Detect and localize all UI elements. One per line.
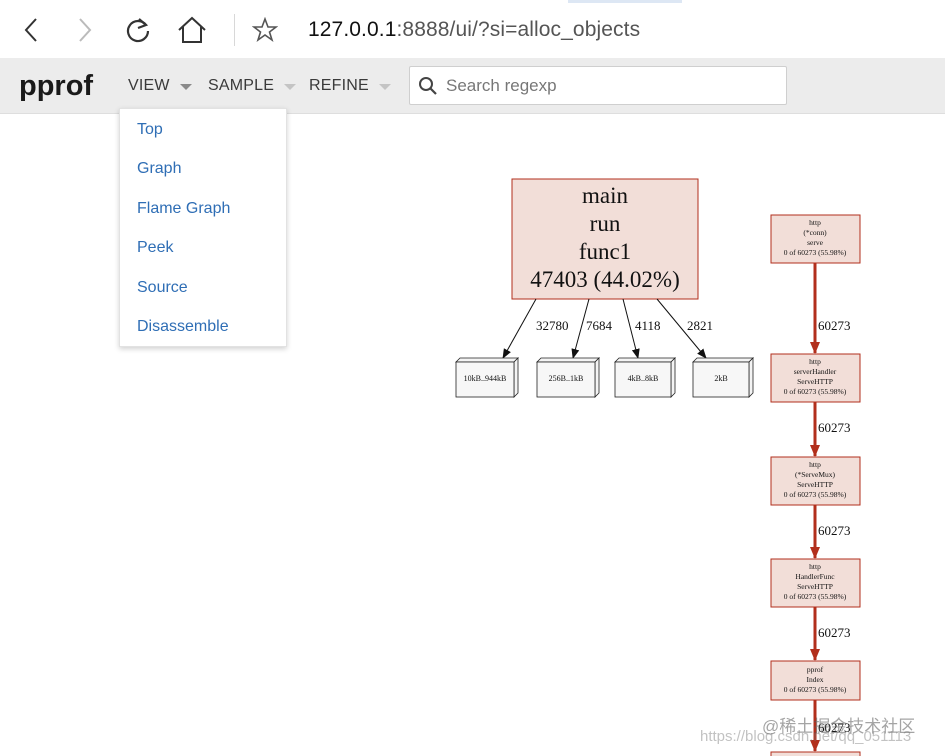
active-tab-indicator [568,0,682,3]
chain-edge-label-4: 60273 [818,625,851,640]
main-run-func1-node[interactable]: main run func1 47403 (44.02%) [511,178,699,300]
leaf-node-1-label: 10kB..944kB [464,374,507,383]
pprof-logo: pprof [19,70,94,102]
chain-node-4-line-4: 0 of 60273 (55.98%) [784,592,847,601]
edge-label-1: 32780 [536,318,569,333]
chain-node-1-line-4: 0 of 60273 (55.98%) [784,248,847,257]
menu-item-graph[interactable]: Graph [137,160,182,177]
sample-menu[interactable]: SAMPLE [208,77,297,95]
main-node-line-3: func1 [579,239,631,264]
chain-edges: 60273 60273 60273 60273 60273 [810,263,851,752]
edge-main-leaf-1[interactable] [502,298,537,359]
edge-label-4: 2821 [687,318,713,333]
watermark-url: https://blog.csdn.net/qq_051113 [700,728,912,745]
leaf-node-1[interactable]: 10kB..944kB [455,357,519,398]
chain-node-2-line-2: serverHandler [794,367,837,376]
chain-node-3-line-2: (*ServeMux) [795,470,835,479]
view-menu[interactable]: VIEW [128,77,192,95]
watermark-juejin: @稀土掘金技术社区 [762,717,916,736]
chain-node-3-line-1: http [809,460,821,469]
leaf-node-3[interactable]: 4kB..8kB [614,357,676,398]
url-host: 127.0.0.1 [308,18,397,41]
edge-main-leaf-2[interactable] [571,298,590,359]
edge-main-leaf-4[interactable] [656,298,707,359]
forward-icon [79,18,92,42]
browser-toolbar: 127.0.0.1:8888/ui/?si=alloc_objects [0,0,945,58]
chain-node-5-line-1: pprof [807,665,824,674]
home-icon [178,16,206,43]
leaf-node-3-label: 4kB..8kB [628,374,659,383]
search-input[interactable] [446,75,766,96]
menu-item-disassemble[interactable]: Disassemble [137,318,229,335]
menu-item-source[interactable]: Source [137,279,188,296]
chain-edge-label-2: 60273 [818,420,851,435]
main-node-line-1: main [582,183,628,208]
leaf-node-2-label: 256B..1kB [549,374,584,383]
leaf-node-4[interactable]: 2kB [692,357,754,398]
chain-node-2-line-1: http [809,357,821,366]
url-path: :8888/ui/?si=alloc_objects [396,18,641,41]
chain-edge-label-1: 60273 [818,318,851,333]
chain-edge-label-3: 60273 [818,523,851,538]
menu-item-peek[interactable]: Peek [137,239,174,256]
chain-node-conn-serve[interactable]: http (*conn) serve 0 of 60273 (55.98%) [770,214,861,264]
chain-node-serverhandler[interactable]: http serverHandler ServeHTTP 0 of 60273 … [770,353,861,403]
chain-node-handlerfunc[interactable]: http HandlerFunc ServeHTTP 0 of 60273 (5… [770,558,861,608]
menu-item-top[interactable]: Top [137,121,163,138]
bookmark-button[interactable] [247,12,283,48]
main-node-line-4: 47403 (44.02%) [530,267,679,292]
edge-main-leaf-3[interactable] [622,298,640,359]
call-graph: main run func1 47403 (44.02%) 32780 7684… [0,114,945,756]
refine-menu[interactable]: REFINE [309,77,391,95]
home-button[interactable] [174,12,210,48]
search-box[interactable] [409,66,787,105]
chain-node-3-line-4: 0 of 60273 (55.98%) [784,490,847,499]
chain-node-5-line-3: 0 of 60273 (55.98%) [784,685,847,694]
toolbar-divider [234,14,235,46]
chain-node-servemux[interactable]: http (*ServeMux) ServeHTTP 0 of 60273 (5… [770,456,861,506]
caret-down-icon [378,83,391,90]
chain-node-4-line-1: http [809,562,821,571]
caret-down-icon [284,83,297,90]
search-icon [419,76,437,95]
pprof-header: pprof VIEW SAMPLE REFINE [0,58,945,114]
chain-node-next-partial[interactable] [770,751,861,756]
main-node-line-2: run [590,211,621,236]
chain-node-pprof-index[interactable]: pprof Index 0 of 60273 (55.98%) [770,660,861,701]
view-menu-label: VIEW [128,77,170,94]
address-bar[interactable]: 127.0.0.1:8888/ui/?si=alloc_objects [308,18,640,42]
chain-node-1-line-2: (*conn) [803,228,827,237]
caret-down-icon [179,83,192,90]
reload-button[interactable] [120,12,156,48]
chain-node-4-line-2: HandlerFunc [795,572,835,581]
sample-menu-label: SAMPLE [208,77,275,94]
back-icon [24,18,37,42]
edge-label-2: 7684 [586,318,613,333]
chain-node-2-line-4: 0 of 60273 (55.98%) [784,387,847,396]
chain-node-3-line-3: ServeHTTP [797,480,833,489]
forward-button[interactable] [66,12,102,48]
view-dropdown-menu: Top Graph Flame Graph Peek Source Disass… [119,108,287,347]
chain-node-2-line-3: ServeHTTP [797,377,833,386]
chain-node-1-line-1: http [809,218,821,227]
chain-node-1-line-3: serve [807,238,823,247]
call-graph-svg: main run func1 47403 (44.02%) 32780 7684… [455,178,861,756]
leaf-node-4-label: 2kB [714,374,727,383]
main-edges: 32780 7684 4118 2821 [502,298,713,359]
back-button[interactable] [14,12,50,48]
edge-label-3: 4118 [635,318,661,333]
menu-item-flame-graph[interactable]: Flame Graph [137,200,231,217]
refine-menu-label: REFINE [309,77,369,94]
chain-node-5-line-2: Index [806,675,823,684]
chain-node-4-line-3: ServeHTTP [797,582,833,591]
reload-icon [126,18,150,43]
leaf-node-2[interactable]: 256B..1kB [536,357,600,398]
star-icon [252,17,278,43]
chain-edge-label-5: 60273 [818,720,851,735]
